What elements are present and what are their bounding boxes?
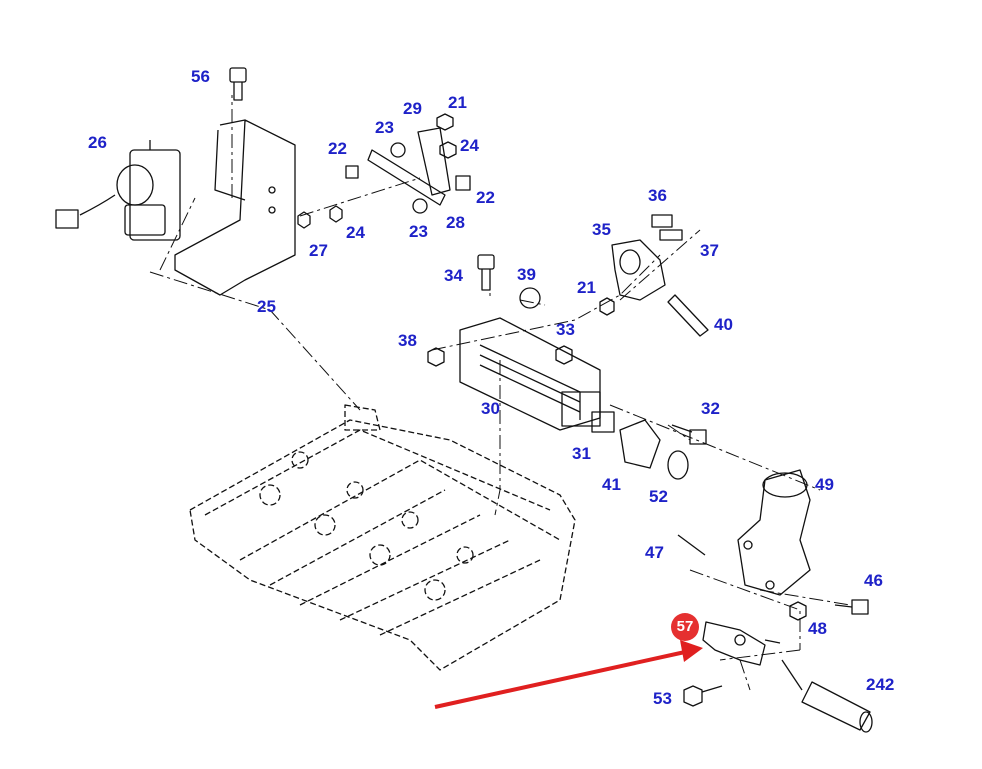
housing-49 xyxy=(677,469,869,621)
callout-label: 36 xyxy=(648,186,667,205)
linkage-assembly xyxy=(297,113,471,229)
callout-label: 33 xyxy=(556,320,575,339)
callout-label: 48 xyxy=(808,619,827,638)
callout-label: 23 xyxy=(375,118,394,137)
callout-label: 46 xyxy=(864,571,883,590)
callout-label: 26 xyxy=(88,133,107,152)
callout-label: 28 xyxy=(446,213,465,232)
callout-label: 37 xyxy=(700,241,719,260)
callout-label: 53 xyxy=(653,689,672,708)
callout-label: 34 xyxy=(444,266,463,285)
callout-label: 52 xyxy=(649,487,668,506)
pointer-arrow xyxy=(434,640,703,709)
sensor-57 xyxy=(683,621,781,707)
callout-label: 27 xyxy=(309,241,328,260)
callout-label: 25 xyxy=(257,297,276,316)
callout-label: 47 xyxy=(645,543,664,562)
leader-lines xyxy=(149,95,851,691)
callout-label: 29 xyxy=(403,99,422,118)
callout-label: 41 xyxy=(602,475,621,494)
callout-label: 30 xyxy=(481,399,500,418)
tool-242 xyxy=(781,659,873,733)
bolt-56 xyxy=(229,67,247,101)
callout-label: 21 xyxy=(577,278,596,297)
callout-label: 22 xyxy=(476,188,495,207)
callout-label: 40 xyxy=(714,315,733,334)
callout-label: 242 xyxy=(866,675,895,694)
gasket-valve-parts xyxy=(591,411,707,480)
callout-label: 56 xyxy=(191,67,210,86)
callout-label: 22 xyxy=(328,139,347,158)
callout-label: 38 xyxy=(398,331,417,350)
elbow-35 xyxy=(599,214,709,337)
actuator-26 xyxy=(55,140,181,241)
highlighted-part-badge: 57 xyxy=(671,613,699,641)
callout-label: 24 xyxy=(346,223,365,242)
cylinder-head xyxy=(189,404,576,671)
callout-label: 35 xyxy=(592,220,611,239)
callout-label: 39 xyxy=(517,265,536,284)
callout-label: 32 xyxy=(701,399,720,418)
callout-label: 21 xyxy=(448,93,467,112)
callout-label: 49 xyxy=(815,475,834,494)
callout-label: 31 xyxy=(572,444,591,463)
cooler-30 xyxy=(427,254,601,431)
callout-label: 24 xyxy=(460,136,479,155)
bracket-25 xyxy=(174,119,296,296)
callout-label: 23 xyxy=(409,222,428,241)
